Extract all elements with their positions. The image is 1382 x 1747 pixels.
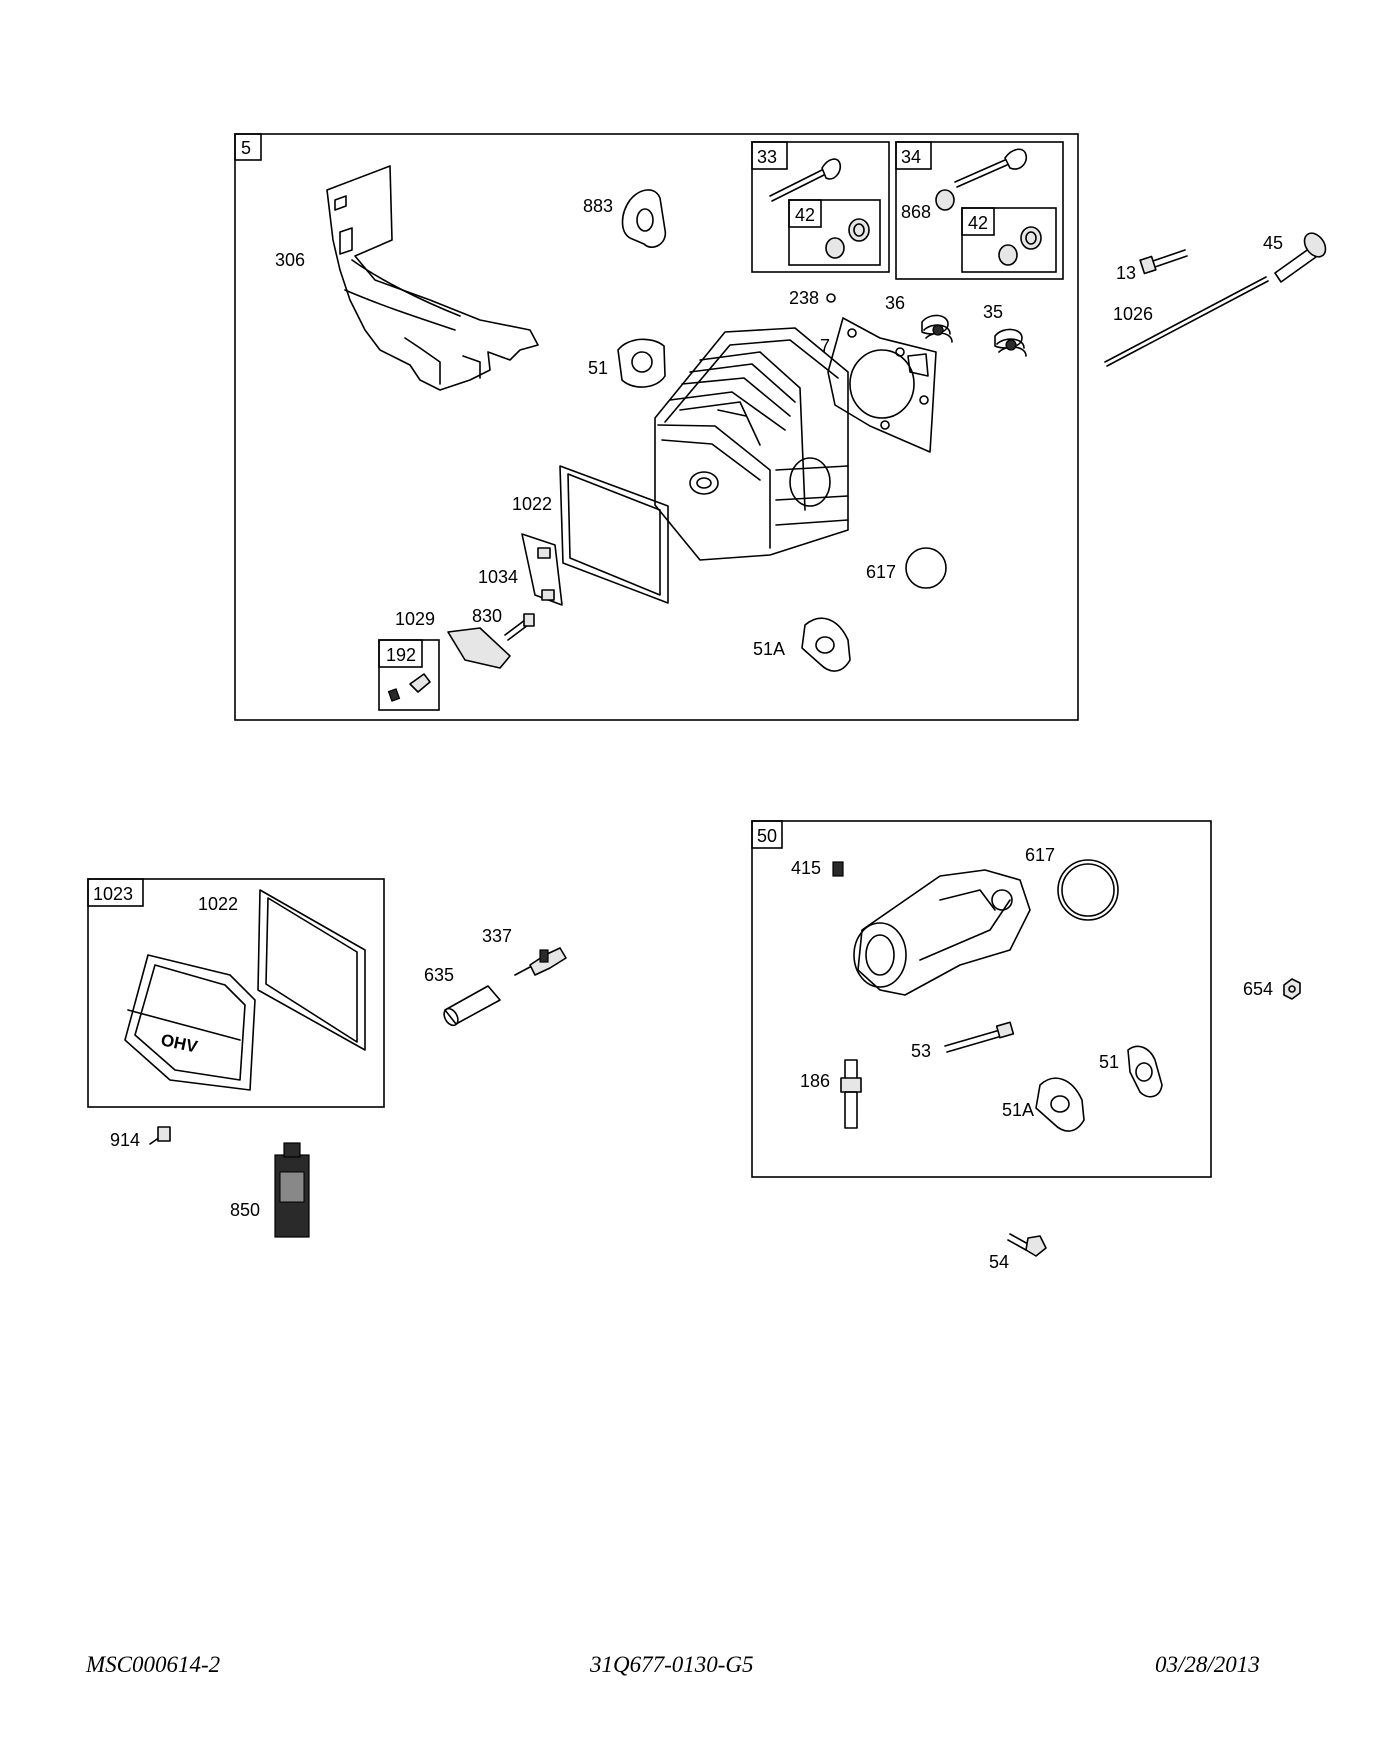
valve-spring-35-part (994, 328, 1027, 357)
fitting-186-part (840, 1059, 862, 1129)
rocker-bolt-part (1139, 249, 1188, 275)
insulator-gasket-part (801, 617, 851, 672)
valve-seal-a-part (825, 218, 870, 259)
carb-gasket-part (617, 338, 666, 388)
intake-valve-box (751, 141, 890, 273)
seal-box-b (961, 207, 1057, 273)
breather-tag: 192 (386, 645, 416, 665)
breather-valve-part (447, 627, 511, 669)
intake-valve-part (769, 158, 842, 202)
callout-654: 654 (1243, 979, 1273, 999)
callout-415: 415 (791, 858, 821, 878)
valve-cover-tag-box (87, 878, 144, 907)
exhaust-valve-part (954, 148, 1028, 188)
stud-53-part (944, 1021, 1015, 1053)
callout-51Ab: 51A (1002, 1100, 1034, 1120)
retainer-part (826, 293, 836, 303)
callout-850: 850 (230, 1200, 260, 1220)
head-gasket-part (827, 317, 937, 453)
head-assembly-tag: 5 (241, 138, 251, 158)
valve-cover-tag: 1023 (93, 884, 133, 904)
screw-54-part (1007, 1233, 1047, 1257)
callout-238: 238 (789, 288, 819, 308)
callout-914: 914 (110, 1130, 140, 1150)
callout-830: 830 (472, 606, 502, 626)
intake-tag: 50 (757, 826, 777, 846)
cover-screw-part (149, 1126, 171, 1145)
cylinder-head-part (654, 327, 849, 561)
breather-screw-part (504, 613, 535, 641)
callout-36: 36 (885, 293, 905, 313)
intake-gasket-part (621, 189, 667, 248)
callout-45: 45 (1263, 233, 1283, 253)
callout-186: 186 (800, 1071, 830, 1091)
valve-seal-b-part (998, 226, 1042, 266)
intake-valve-tag: 33 (757, 147, 777, 167)
footer-model-number: 31Q677-0130-G5 (590, 1652, 754, 1677)
exhaust-valve-tag-box (895, 141, 932, 170)
o-ring-part (905, 547, 947, 589)
seal-box-a (788, 199, 881, 266)
footer-document-id: MSC000614-2 (86, 1652, 221, 1677)
o-ring-b-part (1057, 859, 1119, 921)
valve-cover-box (87, 878, 385, 1108)
breather-tag-box (378, 639, 423, 668)
valve-spring-36-part (921, 314, 953, 343)
gasket-51Ab-part (1035, 1077, 1085, 1132)
valve-cover-part: OHV (124, 954, 256, 1091)
callout-617b: 617 (1025, 845, 1055, 865)
intake-box (751, 820, 1212, 1178)
footer-date: 03/28/2013 (1155, 1652, 1260, 1677)
breather-plate-part (521, 533, 563, 606)
callout-51: 51 (588, 358, 608, 378)
callout-35: 35 (983, 302, 1003, 322)
head-assembly-box (234, 133, 1079, 721)
shroud-part (326, 165, 539, 391)
callout-306: 306 (275, 250, 305, 270)
callout-1026: 1026 (1113, 304, 1153, 324)
cover-logo: OHV (159, 1030, 200, 1056)
callout-51b: 51 (1099, 1052, 1119, 1072)
seal-box-b-tag: 42 (968, 213, 988, 233)
gasket-51b-part (1127, 1045, 1163, 1098)
intake-manifold-part (853, 869, 1031, 996)
intake-tag-box (751, 820, 783, 849)
cover-gasket-b-part (257, 889, 366, 1051)
sealant-tube-part (274, 1142, 310, 1238)
plug-415-part (832, 861, 844, 877)
valve-cap-part (935, 189, 955, 211)
tappet-part (1274, 232, 1327, 283)
callout-1022: 1022 (512, 494, 552, 514)
callout-1022b: 1022 (198, 894, 238, 914)
callout-51A: 51A (753, 639, 785, 659)
exhaust-valve-box (895, 141, 1064, 280)
callout-54: 54 (989, 1252, 1009, 1272)
seal-box-a-tag-box (788, 199, 822, 228)
callout-617: 617 (866, 562, 896, 582)
callout-7: 7 (820, 336, 830, 356)
callout-883: 883 (583, 196, 613, 216)
intake-valve-tag-box (751, 141, 788, 170)
callout-337: 337 (482, 926, 512, 946)
nut-654-part (1283, 978, 1301, 1000)
push-rod-part (1104, 276, 1269, 367)
cover-gasket-part (559, 465, 669, 604)
callout-53: 53 (911, 1041, 931, 1061)
callout-635: 635 (424, 965, 454, 985)
spark-plug-part (514, 947, 567, 976)
head-assembly-tag-box (234, 133, 262, 161)
breather-fitting-part (387, 673, 431, 702)
callout-1029: 1029 (395, 609, 435, 629)
callout-868: 868 (901, 202, 931, 222)
seal-box-b-tag-box (961, 207, 995, 236)
callout-1034: 1034 (478, 567, 518, 587)
callout-13: 13 (1116, 263, 1136, 283)
seal-box-a-tag: 42 (795, 205, 815, 225)
spark-plug-boot-part (443, 985, 501, 1027)
exhaust-valve-tag: 34 (901, 147, 921, 167)
